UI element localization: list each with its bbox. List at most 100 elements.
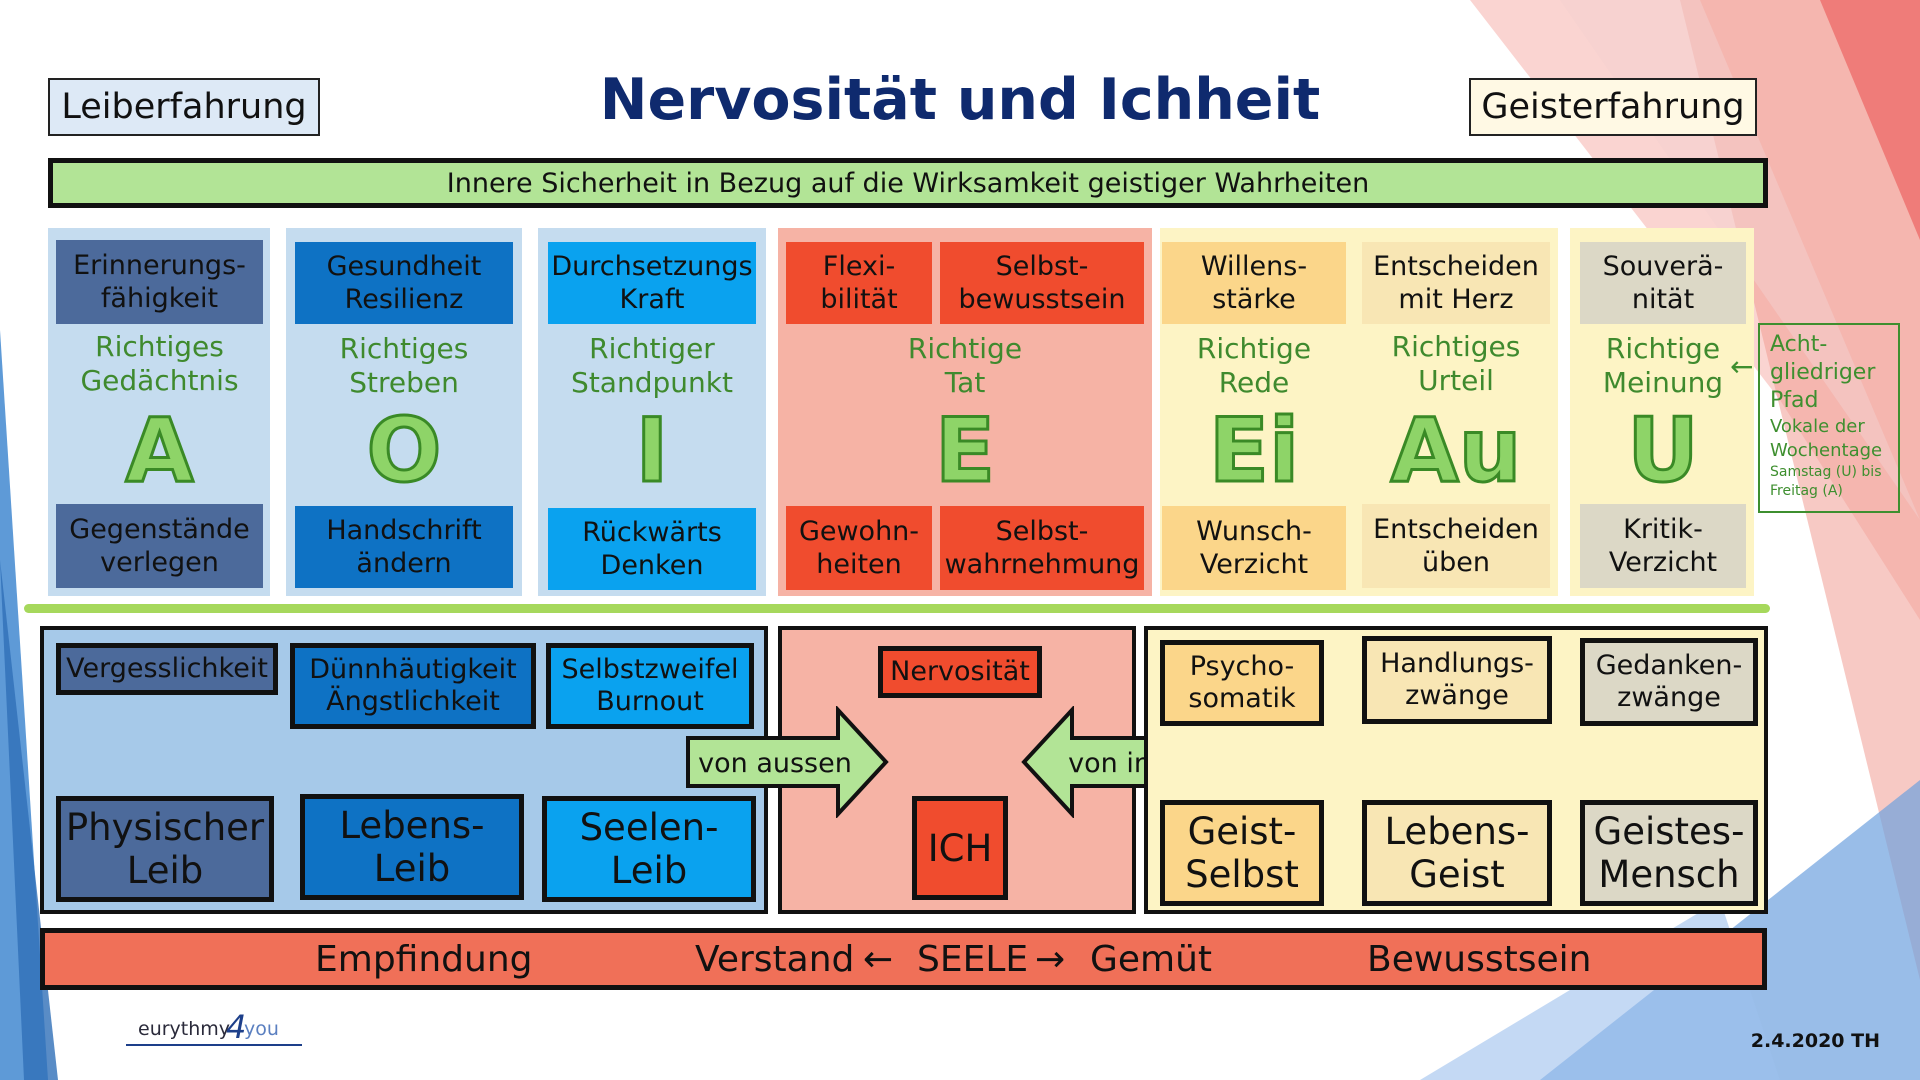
label-line: Urteil (1418, 364, 1494, 397)
label-line: Resilienz (344, 284, 464, 315)
label-line: mit Herz (1398, 284, 1514, 315)
kritik-verzicht-box: Kritik-Verzicht (1580, 504, 1746, 588)
label-line: bilität (820, 284, 898, 315)
arrow-right-icon: → (1035, 939, 1066, 980)
label-line: Kraft (619, 284, 685, 315)
label-line: wahrnehmung (944, 549, 1140, 580)
date-label: 2.4.2020 TH (1750, 1030, 1880, 1052)
label-line: Gesundheit (326, 251, 482, 282)
label-line: fähigkeit (100, 283, 219, 314)
ich-box: ICH (912, 796, 1008, 900)
empfindung-label: Empfindung (315, 939, 533, 980)
label-line: Gegenstände (69, 514, 250, 545)
page-title: Nervosität und Ichheit (599, 67, 1321, 133)
psychosomatik-tag: Psycho-somatik (1160, 640, 1324, 726)
side-note-arrow: ← (1730, 350, 1754, 383)
label-line: nität (1631, 284, 1695, 315)
handlungszwaenge-tag: Handlungs-zwänge (1362, 636, 1552, 724)
label-line: Leib (610, 849, 688, 892)
lebensleib-box: Lebens-Leib (300, 794, 524, 900)
label-line: Leib (126, 849, 204, 892)
label-line: Pfad (1770, 388, 1819, 413)
label-line: somatik (1188, 683, 1296, 714)
von-aussen-arrow-shape (686, 706, 889, 818)
label-line: heiten (816, 549, 902, 580)
label-line: Geist- (1187, 810, 1297, 853)
label-line: Dünnhäutigkeit (309, 654, 517, 685)
label-line: Mensch (1598, 853, 1740, 896)
logo-text-a: eurythmy (138, 1018, 231, 1040)
seele-bar: Empfindung Verstand ← SEELE → Gemüt Bewu… (40, 928, 1767, 990)
label-line: Standpunkt (571, 366, 733, 399)
label-line: Seelen- (579, 806, 719, 849)
vowel-ei: Ei (1207, 397, 1300, 503)
label-line: Richtiges (1391, 330, 1521, 363)
wunsch-verzicht-box: Wunsch-Verzicht (1162, 506, 1346, 590)
gewohnheiten-box: Gewohn-heiten (786, 506, 932, 590)
vowel-o: O (365, 397, 443, 503)
seelenleib-box: Seelen-Leib (542, 796, 756, 902)
logo-text-b: 4 (226, 1008, 247, 1046)
leiberfahrung-label: Leiberfahrung (48, 78, 320, 136)
label-line: Richtige (1196, 332, 1312, 365)
label-line: Richtiges (95, 330, 224, 363)
label-line: bewusstsein (958, 284, 1126, 315)
section-divider (24, 604, 1770, 613)
vowel-e: E (933, 397, 996, 503)
label-line: verlegen (100, 547, 219, 578)
eurythmy4you-logo: eurythmy 4 you (126, 1006, 316, 1056)
label-line: Psycho- (1189, 651, 1295, 682)
label-line: Rückwärts (582, 517, 722, 548)
vergesslichkeit-tag: Vergesslichkeit (56, 643, 278, 695)
verstand-label: Verstand (695, 939, 855, 980)
souveraenitaet-box: Souverä-nität (1580, 242, 1746, 324)
selbstbewusstsein-box: Selbst-bewusstsein (940, 242, 1144, 324)
label-line: zwänge (1617, 682, 1721, 713)
willensstaerke-box: Willens-stärke (1162, 242, 1346, 324)
arrow-left-icon: ← (863, 939, 894, 980)
label-line: Richtiges (339, 332, 469, 365)
label-line: Entscheiden (1373, 251, 1539, 282)
label-line: Leib (373, 847, 451, 890)
label-line: zwänge (1405, 680, 1509, 711)
label-line: stärke (1212, 284, 1296, 315)
vowel-au: Au (1389, 397, 1523, 503)
eightfold-title: Acht- gliedriger Pfad (1770, 331, 1888, 415)
label-line: Selbst (1185, 853, 1299, 896)
label-line: Richtige (907, 332, 1023, 365)
gemuet-label: Gemüt (1090, 939, 1213, 980)
flexibilitaet-box: Flexi-bilität (786, 242, 932, 324)
label-line: Kritik- (1623, 514, 1703, 545)
geisterfahrung-label: Geisterfahrung (1469, 78, 1757, 136)
label-line: Gedächtnis (80, 364, 239, 397)
label-line: Gewohn- (798, 516, 920, 547)
label-line: Acht- (1770, 332, 1828, 357)
label-line: Geist (1409, 853, 1505, 896)
geistes-mensch-box: Geistes-Mensch (1580, 800, 1758, 906)
bewusstsein-label: Bewusstsein (1367, 939, 1592, 980)
label-line: Flexi- (822, 251, 896, 282)
label-line: Selbst- (995, 251, 1089, 282)
seele-label: SEELE (917, 939, 1029, 980)
label-line: Burnout (596, 686, 704, 717)
label-line: gliedriger (1770, 360, 1876, 385)
eightfold-small: Samstag (U) bis Freitag (A) (1770, 463, 1888, 501)
gedankenzwaenge-tag: Gedanken-zwänge (1580, 638, 1758, 726)
label-line: Wochentage (1770, 440, 1883, 461)
label-line: Souverä- (1602, 251, 1724, 282)
label-line: Entscheiden (1373, 514, 1539, 545)
logo-text-c: you (244, 1018, 279, 1040)
label-line: ändern (356, 548, 452, 579)
label-line: Tat (944, 366, 986, 399)
